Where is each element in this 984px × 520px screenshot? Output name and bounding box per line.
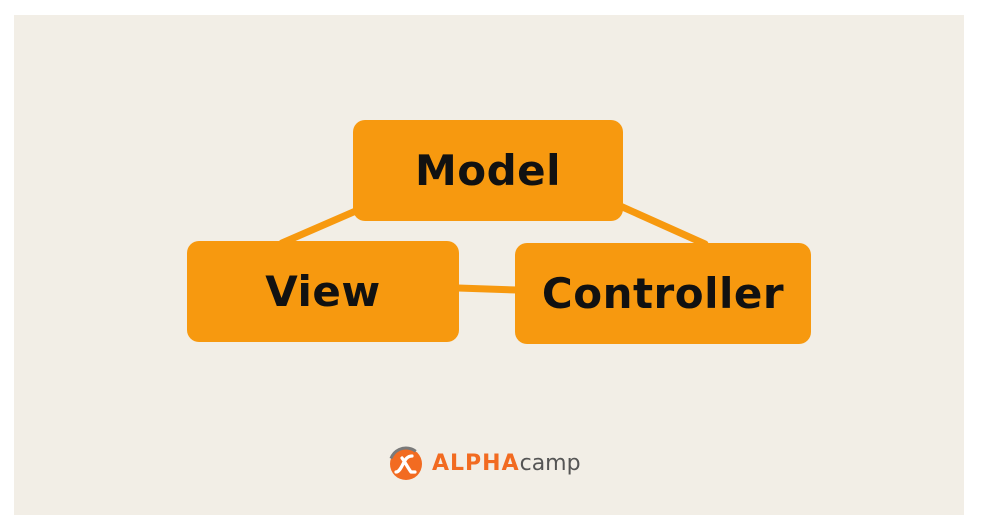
logo-wordmark: ALPHAcamp bbox=[432, 453, 581, 475]
alpha-logo-icon bbox=[388, 446, 424, 482]
edge-model-view bbox=[278, 206, 362, 247]
model-node-label: Model bbox=[414, 146, 562, 195]
logo-wordmark-alpha: ALPHA bbox=[432, 451, 520, 476]
controller-node: Controller bbox=[515, 243, 811, 344]
alphacamp-logo: ALPHAcamp bbox=[388, 444, 581, 484]
controller-node-label: Controller bbox=[541, 269, 785, 318]
model-node: Model bbox=[353, 120, 623, 221]
edge-model-controller bbox=[614, 201, 709, 248]
view-node-label: View bbox=[265, 267, 381, 316]
logo-wordmark-camp: camp bbox=[519, 451, 581, 476]
view-node: View bbox=[187, 241, 459, 342]
edge-view-controller bbox=[454, 284, 521, 294]
